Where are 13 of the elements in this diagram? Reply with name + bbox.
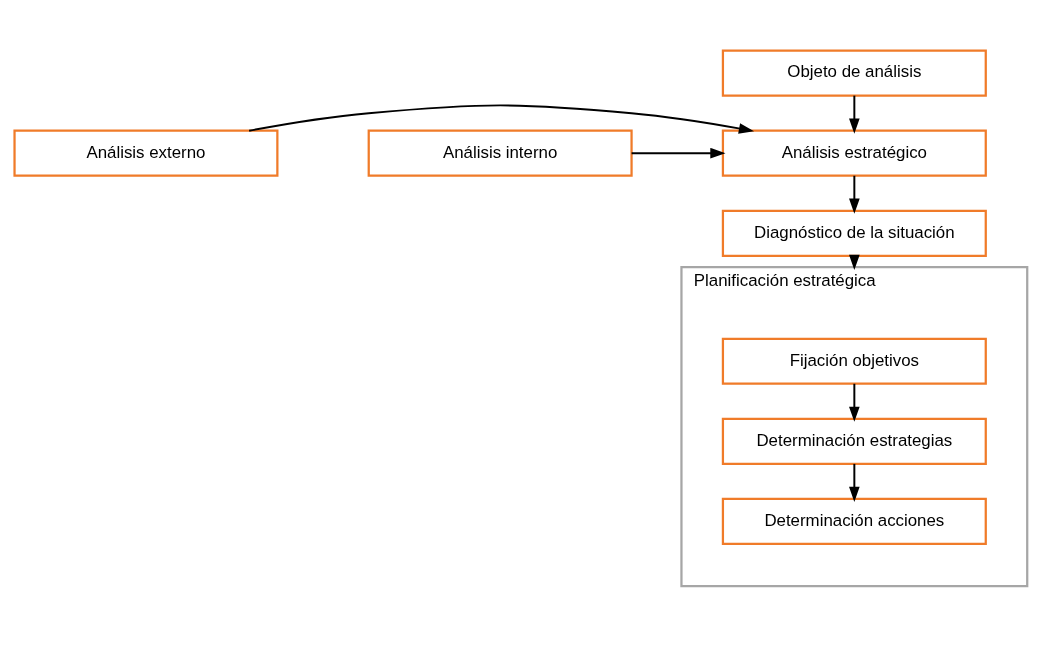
arrow (849, 174, 860, 214)
arrow (630, 147, 726, 159)
node-box: Determinación estrategias (721, 417, 987, 465)
node-box: Fijación objetivos (721, 337, 987, 385)
node-box: Análisis estratégico (721, 129, 987, 177)
arrow (849, 462, 860, 502)
node-box: Análisis interno (367, 129, 633, 177)
node-box: Determinación acciones (721, 497, 987, 546)
arrow (849, 94, 860, 134)
node-box: Análisis externo (13, 129, 279, 177)
arrow (849, 382, 860, 422)
arrow (248, 104, 755, 134)
node-box: Objeto de análisis (721, 49, 987, 97)
